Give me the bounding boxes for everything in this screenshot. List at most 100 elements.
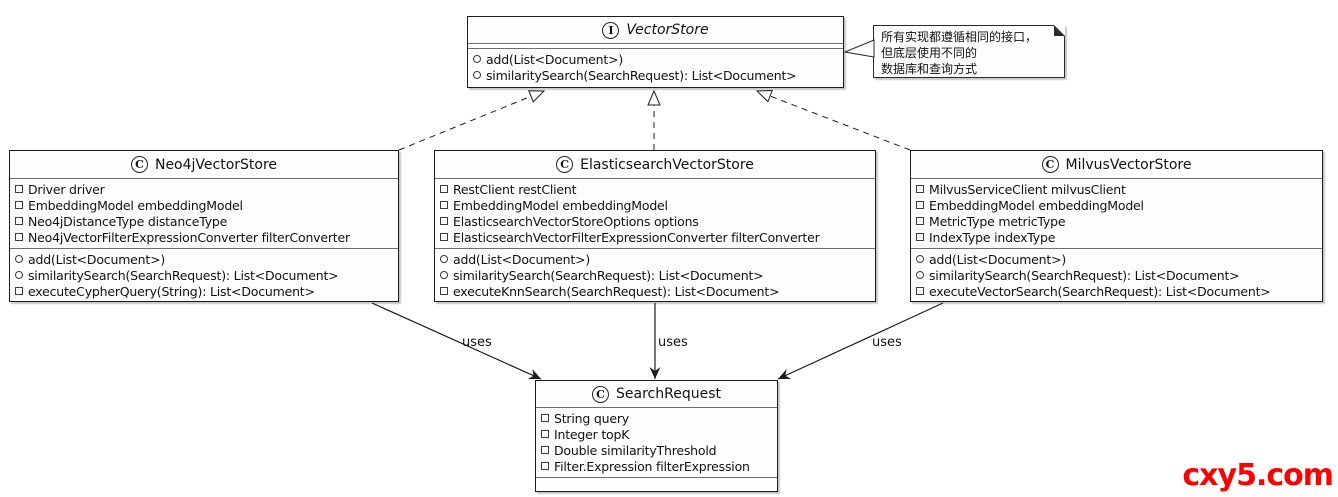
package-visibility-icon: [440, 287, 448, 295]
public-visibility-icon: [473, 55, 481, 63]
method-row: executeVectorSearch(SearchRequest): List…: [916, 283, 1317, 299]
public-visibility-icon: [15, 255, 23, 263]
field-text: EmbeddingModel embeddingModel: [453, 197, 668, 213]
realization-edge-milvus: [755, 89, 911, 151]
fields-compartment: MilvusServiceClient milvusClient Embeddi…: [911, 179, 1322, 249]
fields-compartment: Driver driver EmbeddingModel embeddingMo…: [10, 179, 398, 249]
interface-letter-icon: I: [602, 21, 620, 39]
package-visibility-icon: [15, 185, 23, 193]
field-row: IndexType indexType: [916, 229, 1317, 245]
note-line: 所有实现都遵循相同的接口，: [881, 30, 1038, 44]
class-name: MilvusVectorStore: [1065, 156, 1192, 173]
package-visibility-icon: [440, 185, 448, 193]
method-text: similaritySearch(SearchRequest): List<Do…: [453, 267, 764, 283]
method-row: add(List<Document>): [440, 251, 870, 267]
class-title-bar: C SearchRequest: [536, 381, 777, 408]
method-text: add(List<Document>): [28, 251, 166, 267]
class-letter-icon: C: [130, 156, 148, 173]
note-pointer: [843, 39, 875, 58]
field-row: Neo4jVectorFilterExpressionConverter fil…: [15, 229, 393, 245]
public-visibility-icon: [473, 71, 481, 79]
class-name: ElasticsearchVectorStore: [580, 156, 754, 173]
class-title-bar: C ElasticsearchVectorStore: [435, 151, 875, 179]
field-text: EmbeddingModel embeddingModel: [28, 197, 243, 213]
package-visibility-icon: [916, 185, 924, 193]
methods-compartment: add(List<Document>) similaritySearch(Sea…: [435, 249, 875, 301]
field-text: String query: [554, 410, 629, 426]
method-row: similaritySearch(SearchRequest): List<Do…: [916, 267, 1317, 283]
method-row: similaritySearch(SearchRequest): List<Do…: [440, 267, 870, 283]
field-text: Neo4jDistanceType distanceType: [28, 213, 228, 229]
uses-label-middle: uses: [658, 335, 688, 350]
package-visibility-icon: [541, 414, 549, 422]
package-visibility-icon: [541, 430, 549, 438]
package-visibility-icon: [541, 462, 549, 470]
class-box-vectorstore: I VectorStore add(List<Document>) simila…: [467, 16, 844, 88]
public-visibility-icon: [916, 255, 924, 263]
package-visibility-icon: [916, 217, 924, 225]
note-line: 但底层使用不同的: [881, 46, 978, 60]
uses-label-left: uses: [462, 335, 492, 350]
field-row: MetricType metricType: [916, 213, 1317, 229]
method-row: executeCypherQuery(String): List<Documen…: [15, 283, 393, 299]
class-title-bar: I VectorStore: [468, 17, 843, 44]
package-visibility-icon: [916, 201, 924, 209]
empty-fields-compartment: [468, 44, 843, 49]
note-callout: 所有实现都遵循相同的接口， 但底层使用不同的 数据库和查询方式: [873, 25, 1065, 78]
field-row: Driver driver: [15, 181, 393, 197]
field-text: EmbeddingModel embeddingModel: [929, 197, 1144, 213]
field-row: RestClient restClient: [440, 181, 870, 197]
method-row: executeKnnSearch(SearchRequest): List<Do…: [440, 283, 870, 299]
package-visibility-icon: [916, 287, 924, 295]
public-visibility-icon: [440, 271, 448, 279]
method-text: similaritySearch(SearchRequest): List<Do…: [28, 267, 339, 283]
realization-edge-neo4j: [398, 90, 546, 151]
field-text: Driver driver: [28, 181, 105, 197]
field-text: Neo4jVectorFilterExpressionConverter fil…: [28, 229, 350, 245]
method-text: add(List<Document>): [453, 251, 591, 267]
field-row: ElasticsearchVectorStoreOptions options: [440, 213, 870, 229]
field-text: ElasticsearchVectorStoreOptions options: [453, 213, 699, 229]
field-row: MilvusServiceClient milvusClient: [916, 181, 1317, 197]
field-row: Double similarityThreshold: [541, 442, 772, 458]
method-row: add(List<Document>): [15, 251, 393, 267]
package-visibility-icon: [541, 446, 549, 454]
uses-edge-neo4j: [371, 302, 542, 380]
fields-compartment: String query Integer topK Double similar…: [536, 408, 777, 478]
method-text: similaritySearch(SearchRequest): List<Do…: [929, 267, 1240, 283]
package-visibility-icon: [15, 201, 23, 209]
class-letter-icon: C: [1041, 156, 1059, 173]
field-text: MilvusServiceClient milvusClient: [929, 181, 1126, 197]
method-row: similaritySearch(SearchRequest): List<Do…: [473, 67, 838, 83]
methods-compartment: add(List<Document>) similaritySearch(Sea…: [468, 49, 843, 85]
class-title-bar: C Neo4jVectorStore: [10, 151, 398, 179]
public-visibility-icon: [440, 255, 448, 263]
class-box-neo4jvectorstore: C Neo4jVectorStore Driver driver Embeddi…: [9, 150, 399, 302]
field-row: EmbeddingModel embeddingModel: [440, 197, 870, 213]
interface-name: VectorStore: [626, 22, 709, 38]
field-text: Filter.Expression filterExpression: [554, 458, 750, 474]
class-name: SearchRequest: [616, 386, 721, 402]
watermark-text: cxy5.com: [1182, 458, 1334, 493]
class-box-searchrequest: C SearchRequest String query Integer top…: [535, 380, 778, 492]
field-text: MetricType metricType: [929, 213, 1066, 229]
class-box-elasticsearchvectorstore: C ElasticsearchVectorStore RestClient re…: [434, 150, 876, 302]
method-text: add(List<Document>): [929, 251, 1067, 267]
field-row: Integer topK: [541, 426, 772, 442]
method-text: add(List<Document>): [486, 51, 624, 67]
package-visibility-icon: [916, 233, 924, 241]
package-visibility-icon: [440, 201, 448, 209]
class-title-bar: C MilvusVectorStore: [911, 151, 1322, 179]
field-text: ElasticsearchVectorFilterExpressionConve…: [453, 229, 820, 245]
field-row: Neo4jDistanceType distanceType: [15, 213, 393, 229]
methods-compartment: add(List<Document>) similaritySearch(Sea…: [911, 249, 1322, 301]
method-text: executeCypherQuery(String): List<Documen…: [28, 283, 315, 299]
class-letter-icon: C: [592, 385, 610, 403]
methods-compartment: add(List<Document>) similaritySearch(Sea…: [10, 249, 398, 301]
field-row: EmbeddingModel embeddingModel: [15, 197, 393, 213]
package-visibility-icon: [15, 217, 23, 225]
public-visibility-icon: [916, 271, 924, 279]
public-visibility-icon: [15, 271, 23, 279]
method-row: similaritySearch(SearchRequest): List<Do…: [15, 267, 393, 283]
